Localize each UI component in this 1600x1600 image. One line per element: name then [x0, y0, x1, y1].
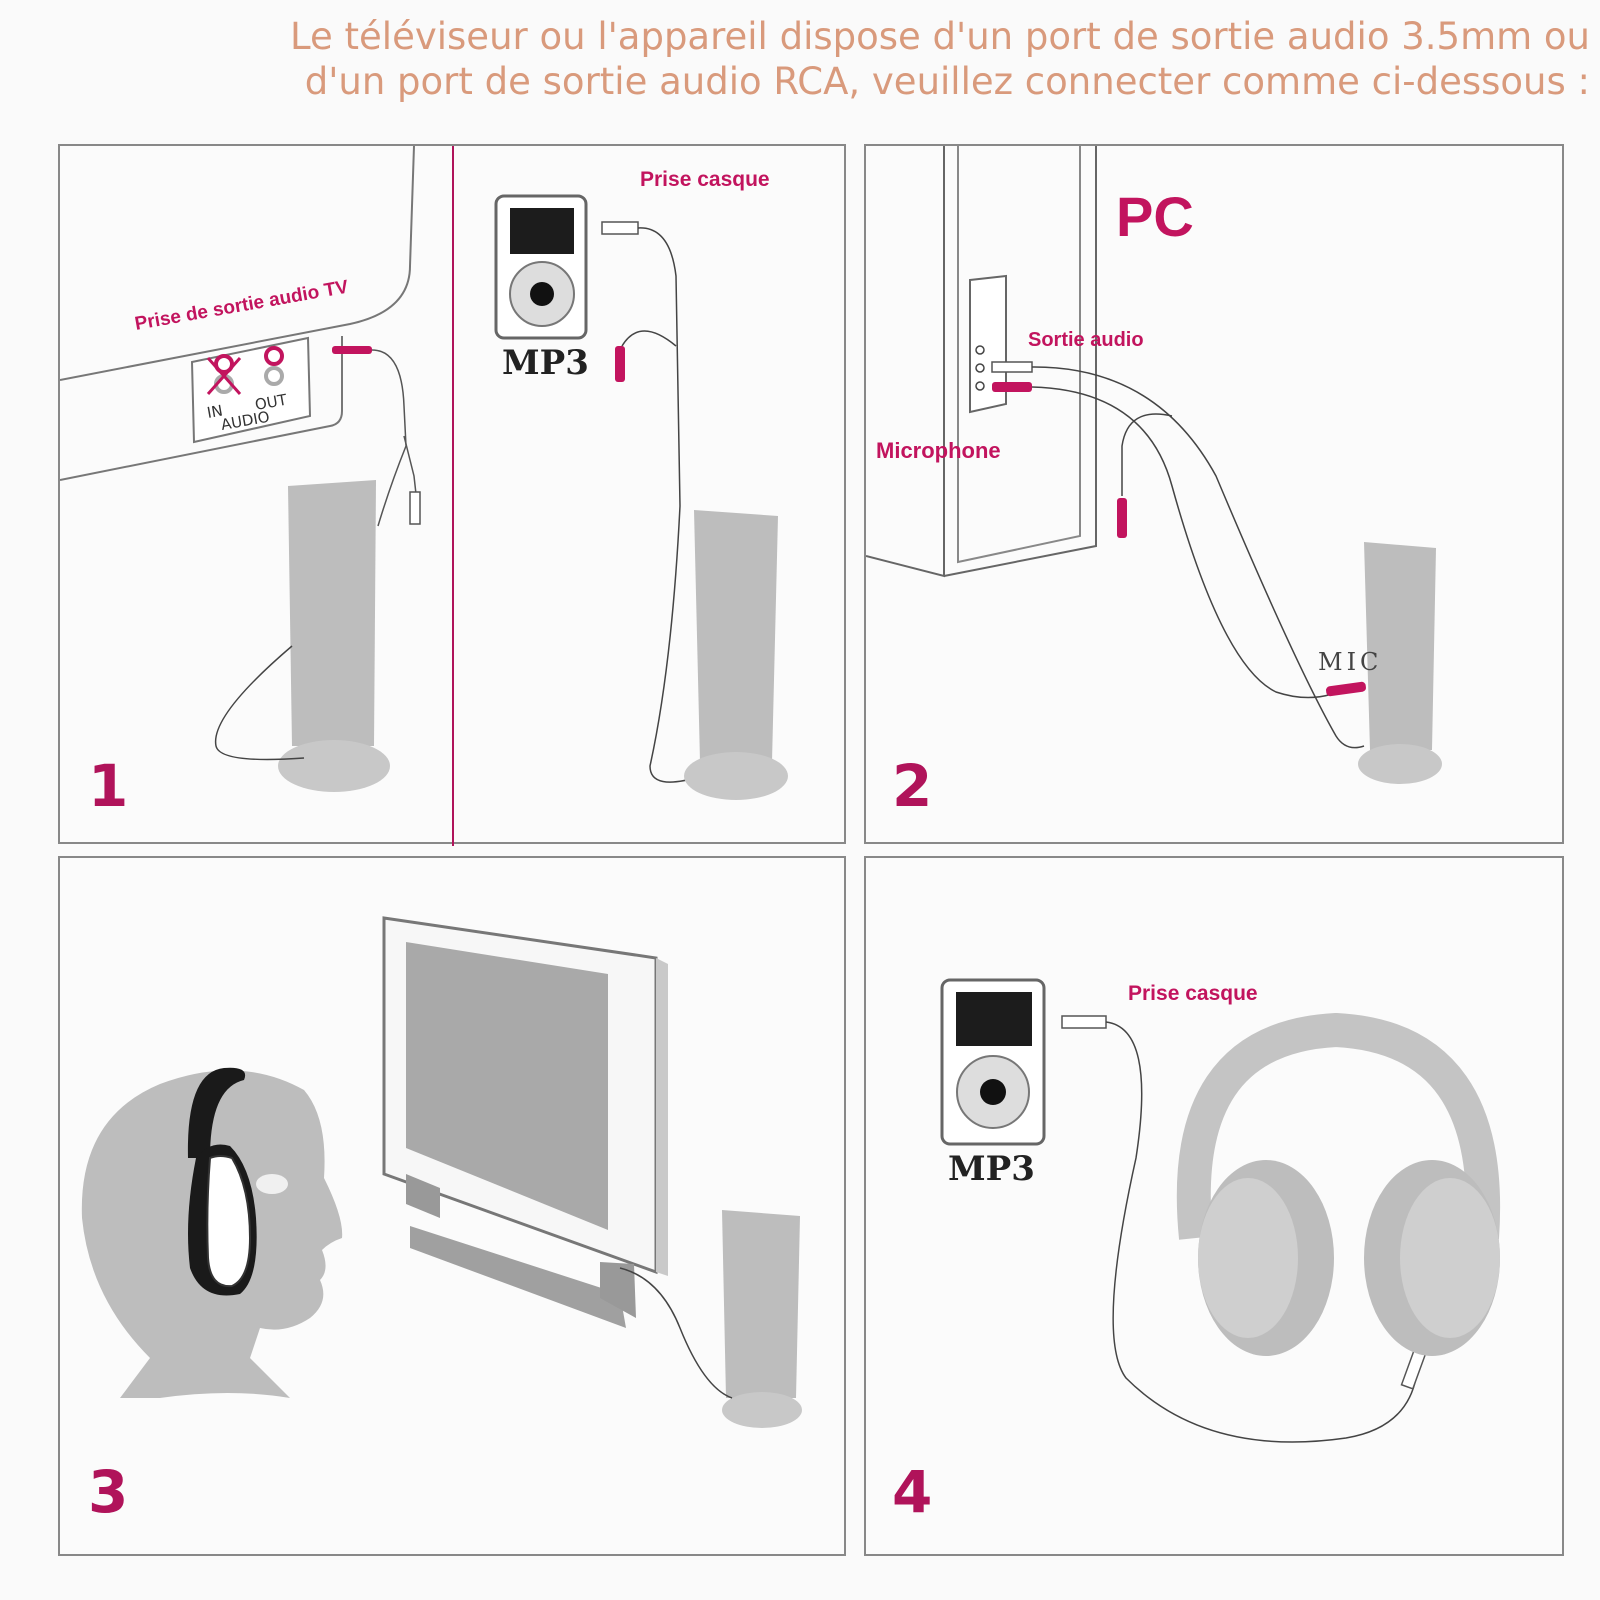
panel-1-illustration: IN OUT AUDIO Prise de sortie audio TV MP…: [60, 146, 788, 846]
microphone-cable: [1031, 386, 1333, 699]
tv-cable: [371, 349, 407, 527]
instructions-line-2: d'un port de sortie audio RCA, veuillez …: [304, 60, 1590, 103]
tv-cable-branch: [403, 435, 417, 495]
panel-2-illustration: PC Sortie audio Microphone MIC 2: [866, 146, 1442, 820]
jack-plug-audio-out: [991, 361, 1033, 373]
transmitter-base-left: [278, 480, 390, 792]
pc-port-panel: [969, 274, 1007, 414]
jack-plug-microphone: [992, 382, 1032, 392]
mp3-player-icon: [494, 194, 588, 340]
mp3-cable-branch: [621, 330, 677, 347]
television-icon: [382, 916, 668, 1328]
pc-label: PC: [1116, 185, 1194, 248]
instructions-line-1: Le téléviseur ou l'appareil dispose d'un…: [290, 15, 1590, 58]
step-number-3: 3: [88, 1458, 128, 1526]
panel-3: 3: [58, 856, 846, 1556]
rca-plug-red-3: [1117, 498, 1127, 538]
instructions-header: Le téléviseur ou l'appareil dispose d'un…: [230, 14, 1590, 104]
panel-1: IN OUT AUDIO Prise de sortie audio TV MP…: [58, 144, 846, 846]
transmitter-cable-left: [214, 645, 305, 761]
transmitter-base-tv: [722, 1210, 802, 1428]
jack-plug-mp3-2: [1061, 1015, 1107, 1029]
audio-out-cable: [1031, 366, 1365, 749]
headphone-cable: [1105, 1021, 1417, 1443]
audio-out-label: Sortie audio: [1028, 329, 1144, 351]
mp3-cable: [637, 227, 703, 783]
headphones-icon: [187, 1067, 257, 1296]
mic-plug: [1326, 681, 1366, 697]
cable-branch: [1121, 413, 1173, 496]
tv-back-outline: [60, 146, 415, 381]
pc-tower: [866, 146, 1097, 578]
port-out-label: OUT: [254, 391, 289, 414]
jack-plug-white: [409, 491, 421, 525]
mp3-player-icon-2: [940, 978, 1046, 1146]
tv-transmitter-cable: [619, 1267, 733, 1399]
panel-4: MP3 Prise casque 4: [864, 856, 1564, 1556]
cross-icon-2: [206, 357, 242, 395]
transmitter-base-right: [684, 510, 788, 800]
headphone-jack-label-2: Prise casque: [1128, 982, 1258, 1005]
jack-plug-mp3: [601, 221, 639, 235]
panel-4-illustration: MP3 Prise casque 4: [892, 978, 1501, 1526]
audio-in-red-port: [214, 354, 234, 374]
transmitter-base-pc: [1358, 542, 1442, 784]
step-number-1: 1: [88, 752, 128, 820]
eye-icon: [256, 1174, 288, 1194]
rca-plug-red: [332, 346, 372, 354]
tv-jack-label: Prise de sortie audio TV: [133, 277, 350, 335]
mp3-label-1: MP3: [502, 343, 589, 383]
step-number-4: 4: [892, 1458, 932, 1526]
wireless-headphones-icon: [1176, 1012, 1501, 1356]
headphone-jack-label-1: Prise casque: [640, 168, 770, 191]
port-in-label: IN: [206, 401, 225, 421]
panel-2: PC Sortie audio Microphone MIC 2: [864, 144, 1564, 844]
tv-bottom-edge: [60, 336, 343, 481]
panel-3-illustration: 3: [81, 916, 802, 1526]
audio-out-white-port: [264, 366, 284, 386]
microphone-label: Microphone: [876, 438, 1001, 463]
step-number-2: 2: [892, 752, 932, 820]
rca-plug-red-2: [615, 346, 625, 382]
audio-out-red-port: [264, 346, 284, 366]
tv-audio-port-panel: IN OUT AUDIO: [190, 336, 312, 444]
mp3-label-2: MP3: [948, 1149, 1035, 1189]
mic-label: MIC: [1318, 648, 1382, 676]
